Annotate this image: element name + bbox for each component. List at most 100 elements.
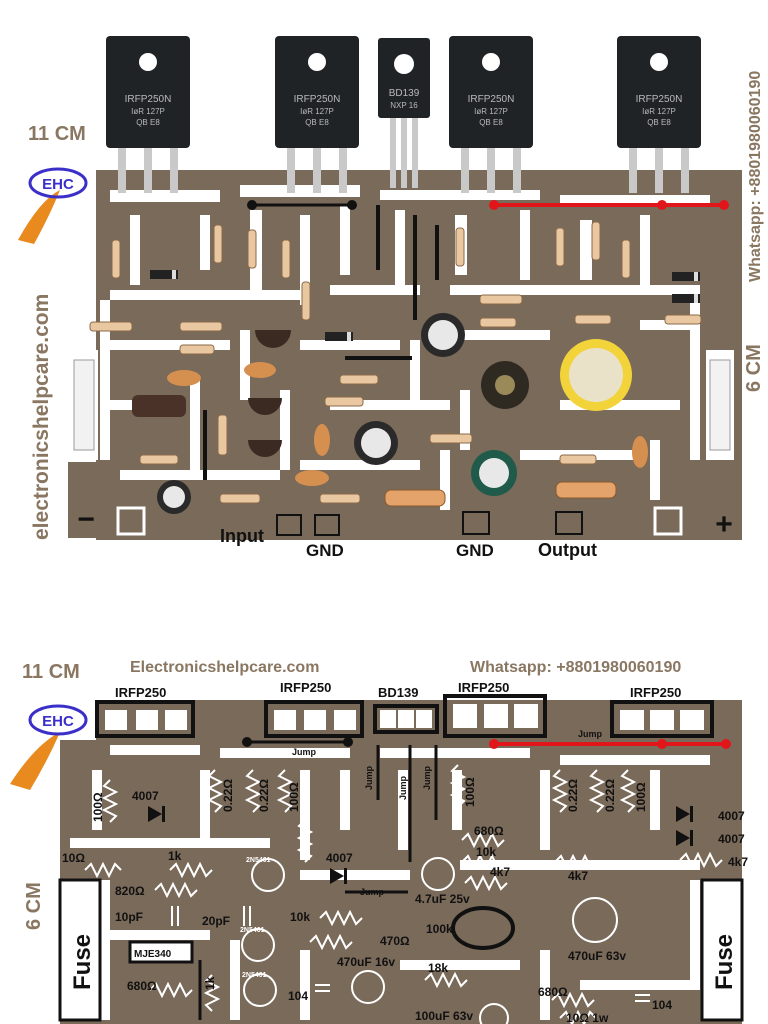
label-r4k7-a: 4k7 bbox=[490, 865, 510, 879]
svg-text:IRFP250N: IRFP250N bbox=[636, 94, 683, 105]
svg-text:QB E8: QB E8 bbox=[305, 118, 329, 127]
top-whatsapp: Whatsapp: +8801980060190 bbox=[747, 71, 764, 282]
bottom-board: Fuse Fuse bbox=[10, 659, 748, 1024]
bottom-resistor-symbols bbox=[84, 764, 723, 1024]
label-r680-c: 680Ω bbox=[538, 985, 568, 999]
label-c20pf: 20pF bbox=[202, 914, 230, 928]
label-r10k-a: 10k bbox=[290, 910, 310, 924]
top-transistor-1: IRFP250N IøR 127P QB E8 bbox=[106, 36, 190, 193]
top-board: IRFP250N IøR 127P QB E8 IRFP250N IøR 127… bbox=[18, 36, 765, 560]
label-d4007-c: 4007 bbox=[718, 809, 745, 823]
minus-label: − bbox=[77, 503, 95, 536]
svg-text:IRFP250N: IRFP250N bbox=[125, 94, 172, 105]
jump-label-4: Jump bbox=[398, 775, 408, 800]
gnd-label-2: GND bbox=[456, 541, 494, 560]
label-d4007-a: 4007 bbox=[132, 789, 159, 803]
label-r10-1w: 10Ω 1w bbox=[566, 1011, 609, 1024]
label-r1k-a: 1k bbox=[168, 849, 182, 863]
label-r022-c: 0.22Ω bbox=[566, 779, 580, 812]
jump-label-3: Jump bbox=[364, 765, 374, 790]
label-r100-d: 100Ω bbox=[634, 782, 648, 812]
svg-text:EHC: EHC bbox=[42, 176, 74, 193]
bottom-fuse-right bbox=[700, 878, 744, 1022]
top-power-resistor-1 bbox=[384, 489, 446, 507]
label-2n5401-b: 2N5401 bbox=[240, 927, 265, 934]
top-ceramic-caps bbox=[167, 362, 648, 486]
svg-text:IøR 127P: IøR 127P bbox=[642, 107, 676, 116]
output-pad bbox=[555, 511, 583, 535]
top-power-resistor-2 bbox=[555, 481, 617, 499]
label-c470uf16: 470uF 16v bbox=[337, 955, 395, 969]
label-r022-a: 0.22Ω bbox=[221, 779, 235, 812]
label-c104-b: 104 bbox=[652, 998, 672, 1012]
label-mje340: MJE340 bbox=[134, 949, 172, 960]
gnd-label-1: GND bbox=[306, 541, 344, 560]
bottom-website: Electronicshelpcare.com bbox=[130, 659, 319, 676]
bottom-height-label: 6 CM bbox=[23, 882, 45, 930]
bottom-q1-label: IRFP250 bbox=[115, 685, 166, 700]
bottom-diode-symbols bbox=[148, 806, 693, 884]
label-2n5401-a: 2N5401 bbox=[246, 857, 271, 864]
label-c10pf: 10pF bbox=[115, 910, 143, 924]
label-r10: 10Ω bbox=[62, 851, 85, 865]
label-r470: 470Ω bbox=[380, 934, 410, 948]
bottom-q3-label: BD139 bbox=[378, 685, 418, 700]
label-d4007-d: 4007 bbox=[718, 832, 745, 846]
gnd-pad-2 bbox=[462, 511, 490, 535]
bottom-transistor-pads bbox=[105, 704, 704, 730]
top-electrolytic-caps bbox=[157, 313, 632, 514]
label-c47uf: 4.7uF 25v bbox=[415, 892, 470, 906]
top-height-label: 6 CM bbox=[743, 344, 765, 392]
bottom-fuse-left bbox=[58, 878, 102, 1022]
svg-text:QB E8: QB E8 bbox=[647, 118, 671, 127]
jump-label-2: Jump bbox=[578, 729, 603, 739]
svg-text:IøR 127P: IøR 127P bbox=[300, 107, 334, 116]
svg-text:NXP 16: NXP 16 bbox=[390, 101, 418, 110]
top-website: electronicshelpcare.com bbox=[30, 294, 53, 540]
bottom-vertical-jumpers bbox=[198, 745, 438, 1020]
plus-pad bbox=[706, 462, 742, 538]
input-pad bbox=[276, 514, 302, 536]
svg-text:QB E8: QB E8 bbox=[479, 118, 503, 127]
input-label: Input bbox=[220, 526, 264, 546]
label-r100-b: 100Ω bbox=[287, 782, 301, 812]
jump-label-6: Jump bbox=[360, 887, 385, 897]
label-r022-d: 0.22Ω bbox=[603, 779, 617, 812]
jump-label-5: Jump bbox=[422, 765, 432, 790]
label-d4007-b: 4007 bbox=[326, 851, 353, 865]
jump-label-1: Jump bbox=[292, 747, 317, 757]
label-r1k-b: 1k bbox=[203, 976, 217, 990]
top-diodes bbox=[150, 270, 700, 341]
top-resistors bbox=[89, 221, 702, 504]
label-r680-b: 680Ω bbox=[474, 824, 504, 838]
label-r100-c: 100Ω bbox=[463, 777, 477, 807]
svg-text:EHC: EHC bbox=[42, 713, 74, 730]
fuse-left-label: Fuse bbox=[69, 934, 96, 990]
top-logo: EHC bbox=[18, 167, 88, 244]
bottom-q2-label: IRFP250 bbox=[280, 680, 331, 695]
minus-pad bbox=[68, 462, 104, 538]
bottom-mje340-outline bbox=[128, 940, 194, 964]
bottom-small-transistor-symbols bbox=[241, 858, 285, 1007]
bottom-board-isolation bbox=[70, 745, 710, 1020]
bottom-q5-label: IRFP250 bbox=[630, 685, 681, 700]
label-pot100k: 100k bbox=[426, 922, 453, 936]
bottom-component-labels: 100Ω 0.22Ω 0.22Ω 100Ω 100Ω 0.22Ω 0.22Ω 1… bbox=[62, 777, 748, 1024]
top-small-transistors bbox=[248, 330, 291, 457]
top-width-label: 11 CM bbox=[28, 123, 86, 145]
svg-text:BD139: BD139 bbox=[389, 88, 420, 99]
label-c104-a: 104 bbox=[288, 989, 308, 1003]
top-transistor-bd139: BD139 NXP 16 bbox=[378, 38, 430, 188]
label-c100uf: 100uF 63v bbox=[415, 1009, 473, 1023]
label-r18k: 18k bbox=[428, 961, 448, 975]
bottom-q4-label: IRFP250 bbox=[458, 680, 509, 695]
bottom-capacitor-symbols bbox=[171, 857, 650, 1024]
top-transistor-4: IRFP250N IøR 127P QB E8 bbox=[617, 36, 701, 193]
label-c470uf63: 470uF 63v bbox=[568, 949, 626, 963]
gnd-pad-1 bbox=[314, 514, 340, 536]
label-2n5401-c: 2N5401 bbox=[242, 972, 267, 979]
svg-text:IøR 127P: IøR 127P bbox=[474, 107, 508, 116]
mount-hole-right bbox=[653, 506, 683, 536]
plus-label: + bbox=[715, 508, 733, 541]
